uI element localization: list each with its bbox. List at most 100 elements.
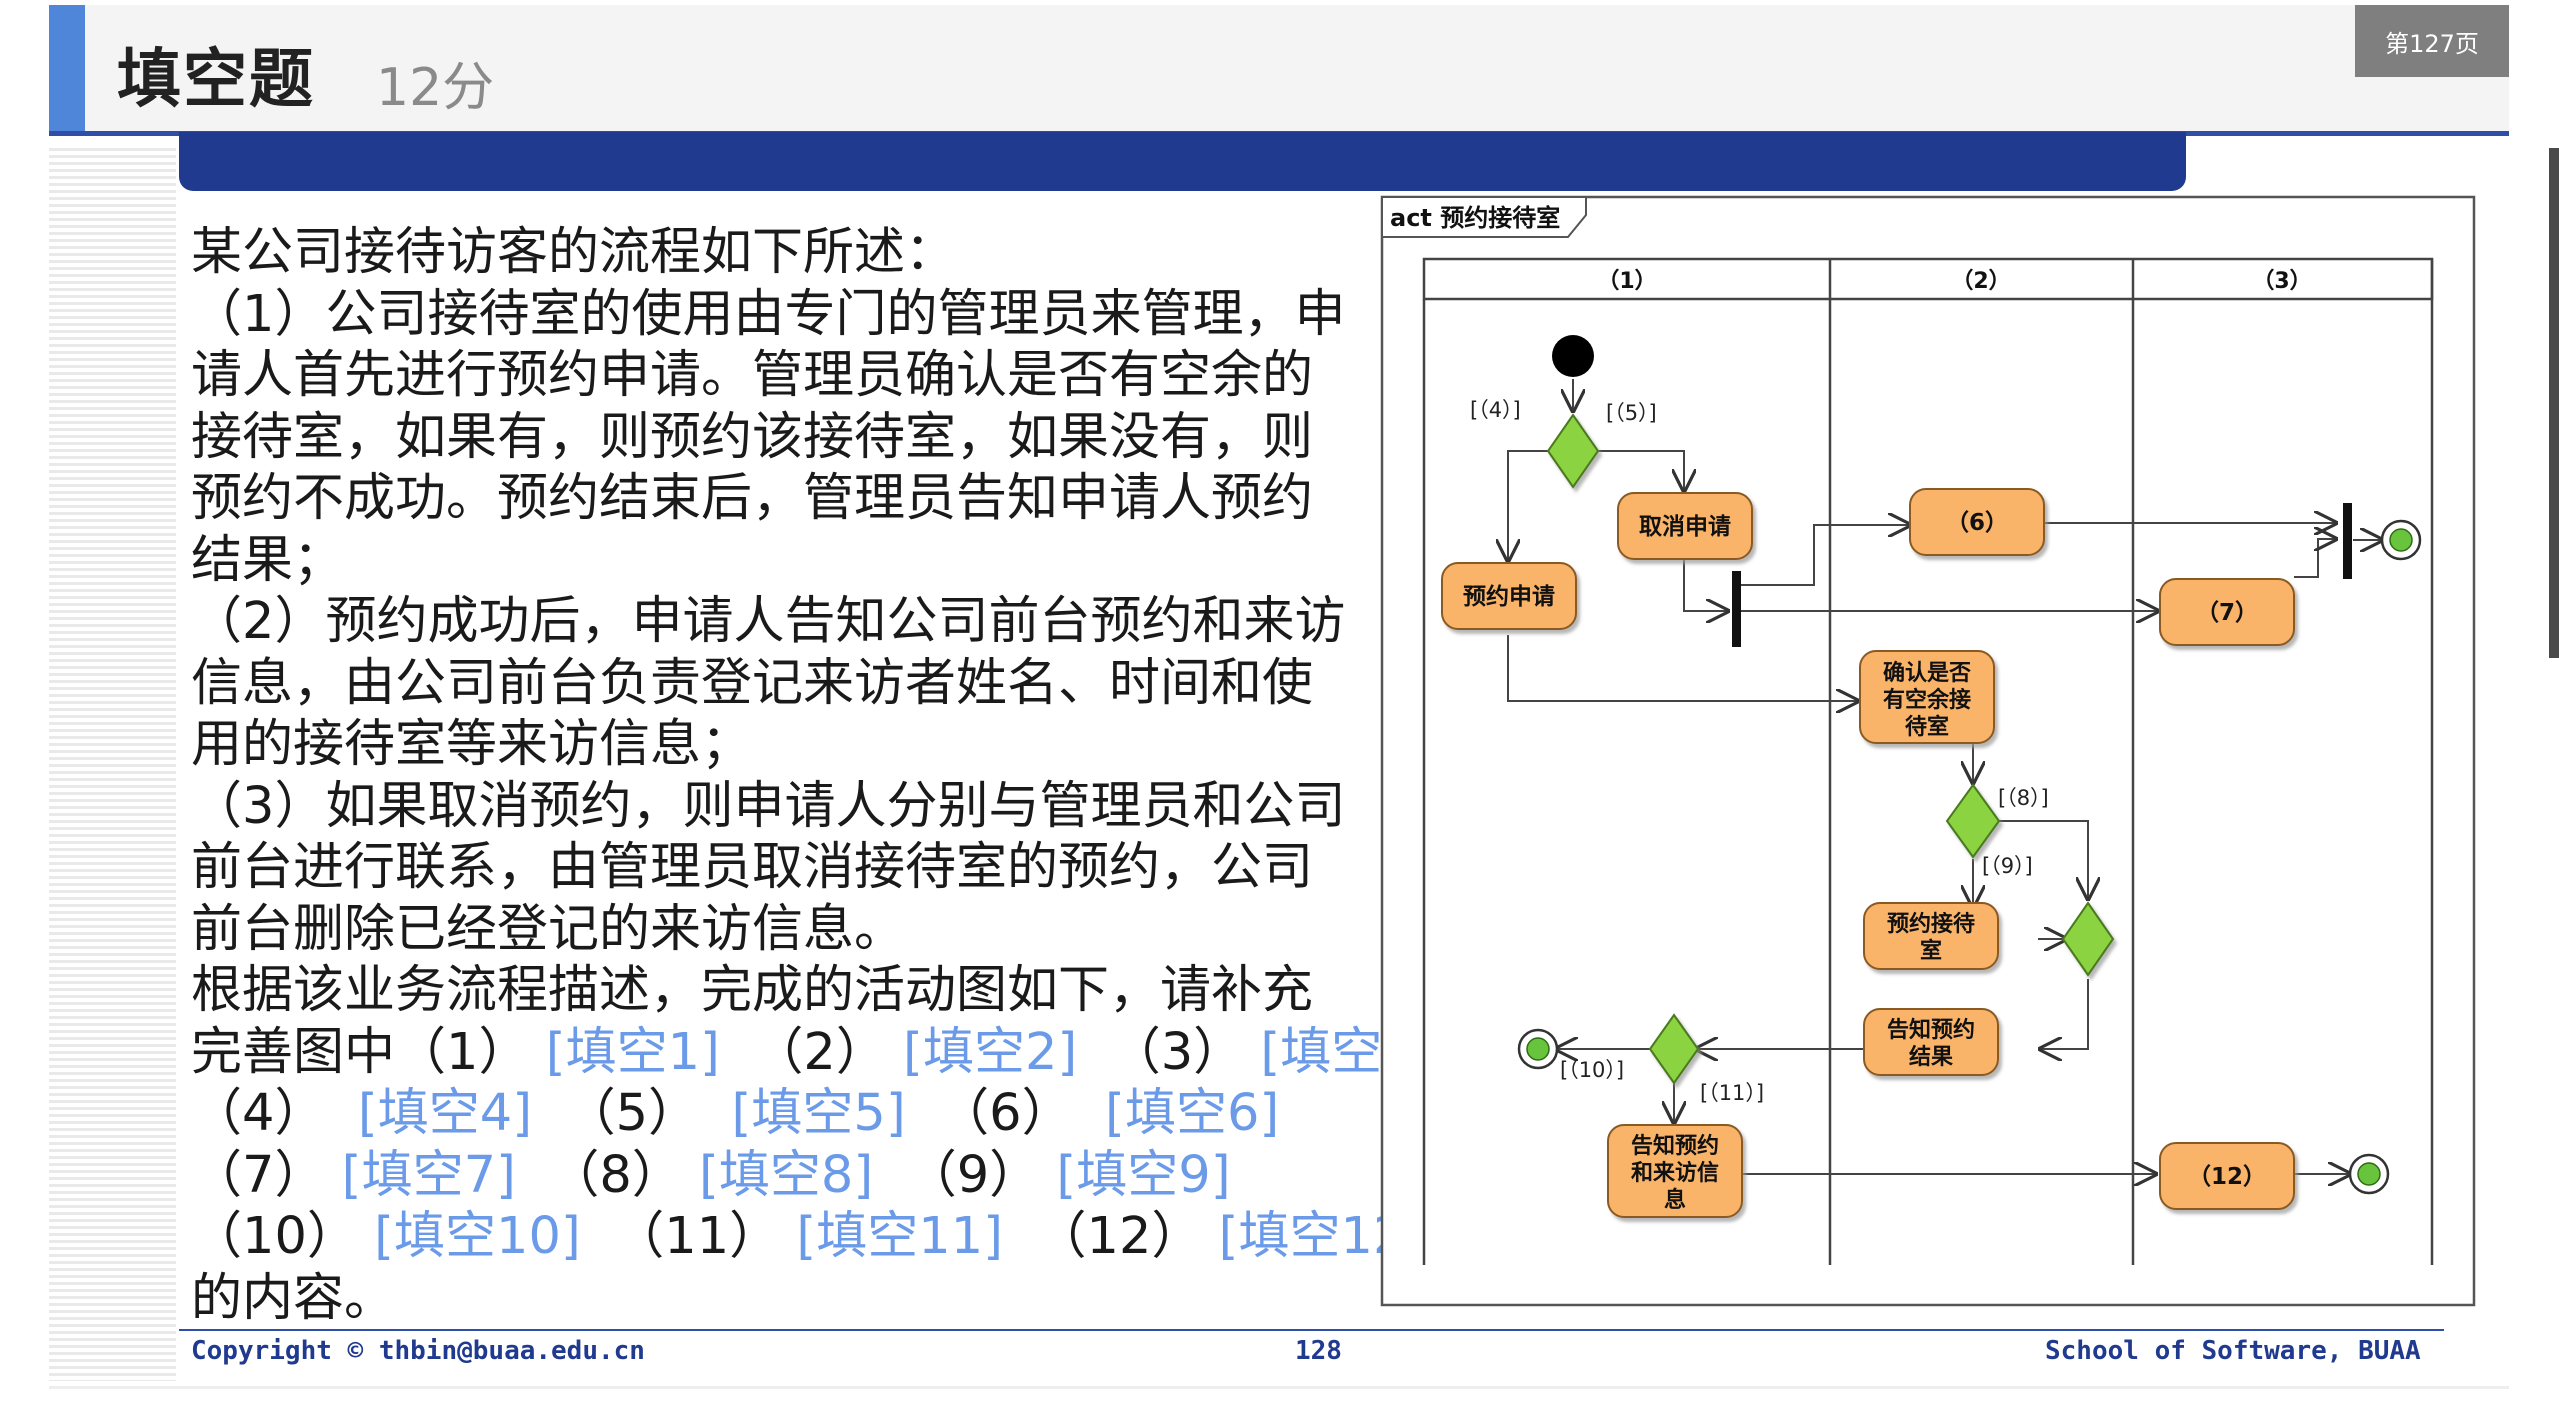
- text-line: 结果；: [191, 530, 345, 590]
- diagram-frame: [1380, 195, 2476, 1307]
- blank-field-1[interactable]: [填空1]: [545, 1022, 720, 1082]
- action-box: [1909, 488, 2045, 556]
- edge: [1683, 551, 1728, 611]
- text-line: 请人首先进行预约申请。管理员确认是否有空余的: [191, 346, 1314, 405]
- text-line: 某公司接待访客的流程如下所述：: [191, 223, 957, 282]
- edge: [1995, 820, 2088, 899]
- action-box: [2159, 1142, 2295, 1210]
- action-label-reserve: 预约接待室: [1887, 911, 1975, 964]
- text-line: 接待室，如果有，则预约该接待室，如果没有，则: [191, 407, 1314, 467]
- text-line: （1）公司接待室的使用由专门的管理员来管理，申: [191, 284, 1346, 344]
- scrollbar-thumb[interactable]: [2549, 148, 2559, 658]
- action-label-12: （12）: [2188, 1163, 2266, 1190]
- action-label-6: （6）: [1946, 509, 2008, 536]
- action-label-notify-visit: 告知预约和来访信息: [1631, 1133, 1719, 1213]
- frame-title: act 预约接待室: [1390, 204, 1560, 232]
- final-nodes: [1517, 519, 2422, 1195]
- blank-line-2: （4） [填空4] （5） [填空5] （6） [填空6]: [191, 1083, 1371, 1145]
- bottom-divider: [49, 1386, 2509, 1389]
- blank-num: （9）: [905, 1145, 1041, 1205]
- blank-field-6[interactable]: [填空6]: [1105, 1084, 1280, 1143]
- edge: [1595, 450, 1684, 491]
- text-line: 预约不成功。预约结束后，管理员告知申请人预约: [191, 469, 1314, 528]
- guard-label-11: [（11）]: [1700, 1081, 1764, 1105]
- action-label-apply: 预约申请: [1463, 583, 1555, 610]
- edge: [1740, 525, 1910, 586]
- join-bar: [2343, 503, 2352, 579]
- blank-num: （6）: [938, 1084, 1073, 1143]
- guard-label-10: [（10）]: [1560, 1058, 1624, 1082]
- blank-field-2[interactable]: [填空2]: [903, 1022, 1078, 1082]
- guard-label-9: [（9）]: [1982, 854, 2033, 878]
- footer-page-number: 128: [1295, 1336, 1342, 1366]
- action-box: [1441, 562, 1577, 630]
- text-line: 根据该业务流程描述，完成的活动图如下，请补充: [191, 961, 1314, 1020]
- blank-field-8[interactable]: [填空8]: [699, 1145, 874, 1205]
- action-box: [1617, 492, 1753, 560]
- action-box: [1859, 650, 1995, 744]
- initial-node: [1552, 335, 1594, 377]
- action-box: [2159, 578, 2295, 646]
- text-line: 信息，由公司前台负责登记来访者姓名、时间和使: [191, 653, 1314, 713]
- text-line: 用的接待室等来访信息；: [191, 715, 753, 774]
- blank-num: （8）: [548, 1145, 683, 1205]
- blank-line-1: 完善图中（1） [填空1] （2） [填空2] （3） [填空3]: [191, 1022, 1435, 1084]
- action-box: [1607, 1124, 1743, 1218]
- text-line: （3）如果取消预约，则申请人分别与管理员和公司: [191, 776, 1346, 836]
- decision-node: [1945, 783, 2001, 859]
- flow-edges: [1508, 379, 2382, 1174]
- action-box: [1863, 902, 1999, 970]
- lane-label-2: （2）: [1951, 269, 2010, 294]
- blank-field-7[interactable]: [填空7]: [341, 1145, 516, 1205]
- text-line-ending: 的内容。: [191, 1268, 396, 1328]
- decision-node: [1648, 1013, 1700, 1085]
- decision-node: [1546, 413, 1600, 489]
- final-node-inner: [2357, 1162, 2381, 1186]
- activity-diagram: act 预约接待室 （1） （2） （3） [（4）] [（5）]: [1380, 195, 2476, 1307]
- header-bar: [85, 5, 2509, 132]
- blank-num: （3）: [1109, 1022, 1245, 1082]
- text-line: 前台进行联系，由管理员取消接待室的预约，公司: [191, 838, 1314, 897]
- edge: [2040, 979, 2089, 1049]
- blank-field-4[interactable]: [填空4]: [357, 1084, 533, 1143]
- blank-field-5[interactable]: [填空5]: [731, 1084, 906, 1143]
- title-banner: [179, 132, 2186, 191]
- header-accent: [49, 5, 85, 132]
- blank-line-3: （7） [填空7] （8） [填空8] （9） [填空9]: [191, 1145, 1371, 1207]
- action-label-7: （7）: [2196, 599, 2258, 626]
- blank-num: （4）: [191, 1084, 326, 1143]
- lane-label-3: （3）: [2252, 269, 2311, 294]
- decision-node: [2061, 901, 2115, 977]
- slide-score: 12分: [376, 58, 495, 118]
- blank-field-9[interactable]: [填空9]: [1056, 1145, 1231, 1205]
- footer-copyright: Copyright © thbin@buaa.edu.cn: [191, 1336, 645, 1366]
- blank-num: （10）: [191, 1207, 358, 1266]
- blank-field-11[interactable]: [填空11]: [796, 1207, 1004, 1266]
- action-box: [1863, 1008, 1999, 1076]
- blank-num: （7）: [191, 1145, 326, 1205]
- action-label-cancel: 取消申请: [1639, 513, 1731, 540]
- decision-nodes: [1546, 413, 2115, 1085]
- blank-intro: 完善图中: [191, 1022, 396, 1082]
- footer-school: School of Software, BUAA: [2045, 1336, 2421, 1366]
- guard-label-4: [（4）]: [1470, 398, 1521, 422]
- blank-num: （5）: [564, 1084, 700, 1143]
- footer-divider: [179, 1329, 2444, 1331]
- guard-label-8: [（8）]: [1998, 786, 2049, 810]
- blank-field-10[interactable]: [填空10]: [374, 1207, 581, 1266]
- action-label-confirm: 确认是否有空余接待室: [1883, 660, 1971, 740]
- action-label-notify-result: 告知预约结果: [1887, 1017, 1975, 1070]
- fork-bar: [1732, 571, 1741, 647]
- edge: [1507, 635, 1858, 701]
- guard-label-5: [（5）]: [1606, 401, 1657, 425]
- action-nodes: [1441, 488, 2295, 1218]
- blank-num: （2）: [752, 1022, 887, 1082]
- blank-line-4: （10） [填空10] （11） [填空11] （12） [填空12]: [191, 1206, 1425, 1268]
- blank-num: （11）: [613, 1207, 781, 1266]
- final-node-inner: [2389, 528, 2413, 552]
- edge: [2294, 539, 2336, 578]
- frame-title-tab: [1381, 196, 1587, 238]
- edge: [1508, 450, 1551, 561]
- left-striped-margin: [49, 148, 176, 1381]
- lane-label-1: （1）: [1597, 269, 1656, 294]
